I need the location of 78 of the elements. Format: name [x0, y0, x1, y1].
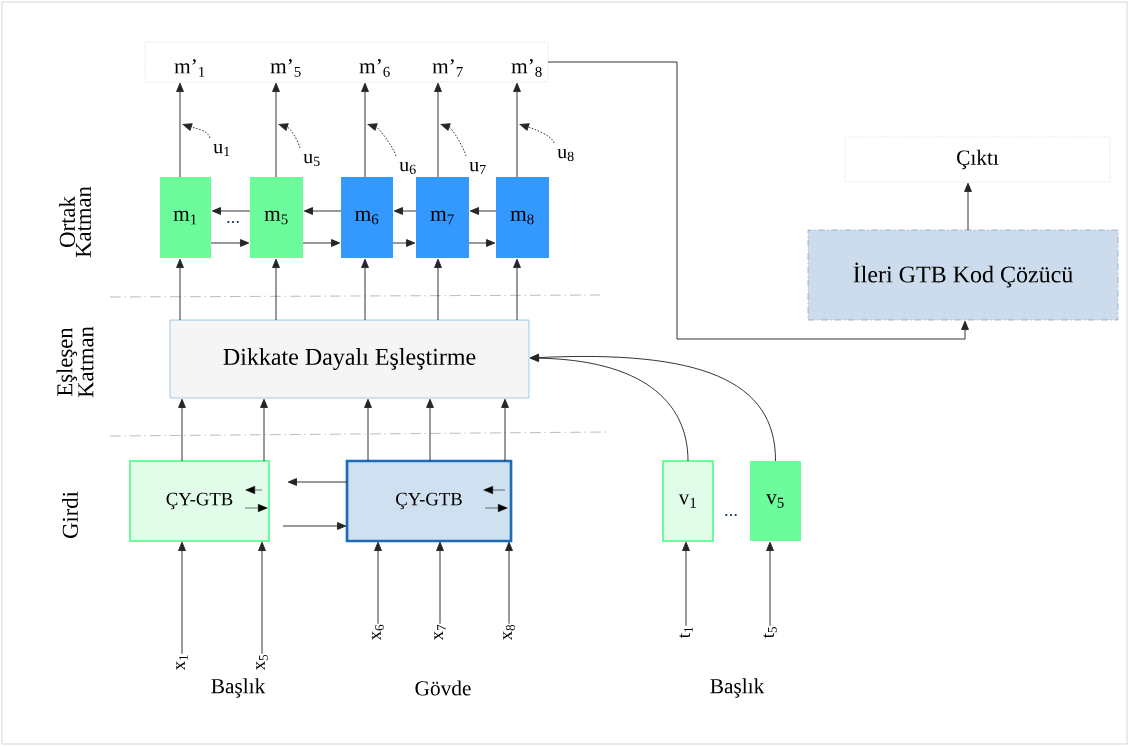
memory-cell: m$_{6}$ [341, 177, 393, 258]
pointer-arrow [367, 123, 397, 157]
connector-arrow [287, 478, 348, 486]
connector-arrow [469, 207, 497, 215]
matching-box: Dikkate Dayalı Eşleştirme [169, 319, 530, 399]
weight-label: u$_{6}$ [399, 161, 416, 175]
input-label: x$_{8}$ [503, 624, 515, 641]
connector-arrow [302, 239, 341, 247]
group-label: Başlık [710, 678, 765, 698]
pointer-arrow [182, 123, 211, 139]
vector-label: m’$_{6}$ [359, 59, 390, 77]
input-label: x$_{5}$ [256, 654, 268, 671]
encoder-box: ÇY-GTB [129, 460, 270, 542]
input-label: t$_{5}$ [763, 627, 777, 638]
input-label: t$_{1}$ [679, 627, 693, 638]
connector-arrow [434, 258, 442, 321]
connector-arrow [468, 239, 496, 247]
connector-arrow [282, 522, 347, 530]
connector-arrow [501, 398, 509, 462]
group-label: Gövde [415, 680, 471, 696]
weight-label: u$_{7}$ [469, 161, 486, 175]
input-label: x$_{1}$ [176, 655, 188, 671]
memory-cell: m$_{7}$ [416, 177, 469, 258]
input-label: x$_{7}$ [434, 624, 446, 641]
weight-label: u$_{1}$ [213, 144, 230, 157]
connector-arrow [434, 82, 442, 178]
connector-arrow [258, 541, 266, 655]
pointer-arrow [440, 123, 467, 157]
connector-arrow [513, 82, 521, 178]
connector-arrow [964, 182, 972, 231]
connector-arrow [178, 541, 186, 655]
layer-label: Girdi [62, 491, 78, 538]
connector-arrow [211, 207, 251, 215]
connector-arrow [426, 398, 434, 462]
connector-arrow [303, 207, 342, 215]
connector-arrow [178, 398, 186, 462]
connector-arrow [272, 258, 280, 321]
connector-arrow [176, 258, 184, 321]
output-frame [144, 41, 549, 83]
vector-label: m’$_{7}$ [432, 59, 463, 77]
connector-arrow [361, 258, 369, 321]
vector-label: m’$_{5}$ [270, 59, 301, 77]
connector-arrow [766, 541, 774, 627]
pointer-arrow [278, 123, 301, 149]
decoder-box: İleri GTB Kod Çözücü [807, 229, 1119, 321]
connector-arrow [513, 258, 521, 321]
group-label: Başlık [211, 678, 266, 698]
vector-label: m’$_{8}$ [511, 59, 542, 77]
layer-label: Ortak Katman [59, 186, 91, 258]
connector-arrow [547, 61, 969, 340]
connector-arrow [529, 353, 776, 462]
memory-cell: m$_{5}$ [250, 177, 303, 258]
weight-label: u$_{8}$ [557, 148, 574, 162]
encoder-box: ÇY-GTB [345, 459, 513, 543]
ellipsis: ... [227, 220, 239, 224]
layer-label: Eşleşen Katman [56, 326, 94, 398]
connector-arrow [260, 398, 268, 462]
connector-arrow [505, 541, 513, 625]
input-label: x$_{6}$ [372, 624, 384, 641]
title-cell: v$_{1}$ [662, 460, 714, 542]
ellipsis: ... [725, 513, 737, 517]
connector-arrow [392, 239, 416, 247]
connector-arrow [210, 239, 250, 247]
vector-label: m’$_{1}$ [174, 59, 205, 77]
connector-arrow [393, 207, 417, 215]
connector-arrow [682, 541, 690, 627]
connector-arrow [361, 82, 369, 178]
connector-arrow [272, 82, 280, 178]
title-cell: v$_{5}$ [750, 461, 801, 541]
memory-cell: m$_{1}$ [160, 177, 211, 258]
connector-arrow [374, 541, 382, 625]
output-box: Çıktı [844, 136, 1111, 183]
connector-arrow [176, 82, 184, 178]
memory-cell: m$_{8}$ [496, 177, 549, 258]
connector-arrow [436, 541, 444, 625]
weight-label: u$_{5}$ [303, 153, 320, 167]
pointer-arrow [519, 123, 555, 144]
connector-arrow [364, 398, 372, 462]
